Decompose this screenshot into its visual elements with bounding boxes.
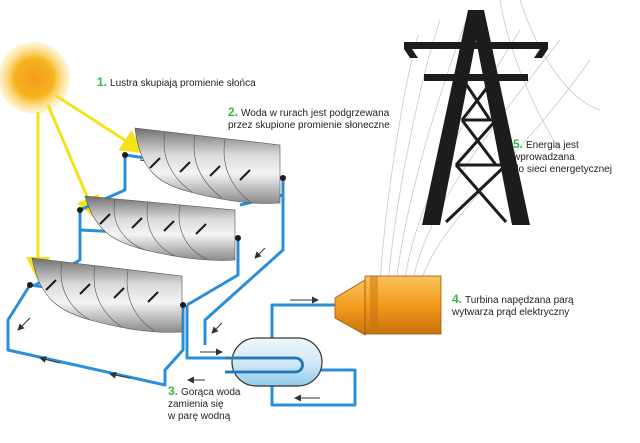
step-4-label: 4.Turbina napędzana parą wytwarza prąd e… — [452, 293, 574, 319]
step-3-text-line-3: w parę wodną — [168, 411, 231, 422]
step-1-number: 1. — [97, 75, 108, 89]
step-5-label: 5.Energia jest wprowadzana do sieci ener… — [513, 138, 640, 176]
step-2-text-line-2: przez skupione promienie słoneczne — [228, 120, 390, 131]
step-2-text-line-1: Woda w rurach jest podgrzewana — [241, 108, 390, 119]
step-5-number: 5. — [513, 137, 524, 151]
transmission-tower-icon — [404, 10, 548, 225]
step-3-text-line-1: Gorąca woda — [181, 387, 241, 398]
turbine-icon — [334, 275, 442, 336]
step-2-label: 2.Woda w rurach jest podgrzewana przez s… — [228, 106, 390, 132]
step-4-text-line-2: wytwarza prąd elektryczny — [452, 307, 570, 318]
step-3-number: 3. — [168, 384, 179, 398]
step-5-text-line-1: Energia jest wprowadzana — [513, 140, 579, 163]
step-3-text-line-2: zamienia się — [168, 399, 224, 410]
pipe-junctions — [27, 152, 286, 308]
step-5-text-line-2: do sieci energetycznej — [513, 164, 612, 175]
mirror-trough-middle — [84, 195, 236, 261]
step-1-label: 1.Lustra skupiają promienie słońca — [97, 76, 256, 90]
step-2-number: 2. — [228, 105, 239, 119]
step-4-text-line-1: Turbina napędzana parą — [465, 295, 574, 306]
step-1-text: Lustra skupiają promienie słońca — [110, 78, 256, 89]
mirror-trough-bottom — [31, 257, 183, 333]
sun-icon — [0, 42, 70, 114]
step-3-label: 3.Gorąca woda zamienia się w parę wodną — [168, 385, 241, 423]
mirror-trough-top — [134, 127, 281, 204]
step-4-number: 4. — [452, 292, 463, 306]
heat-exchanger-icon — [225, 337, 323, 387]
